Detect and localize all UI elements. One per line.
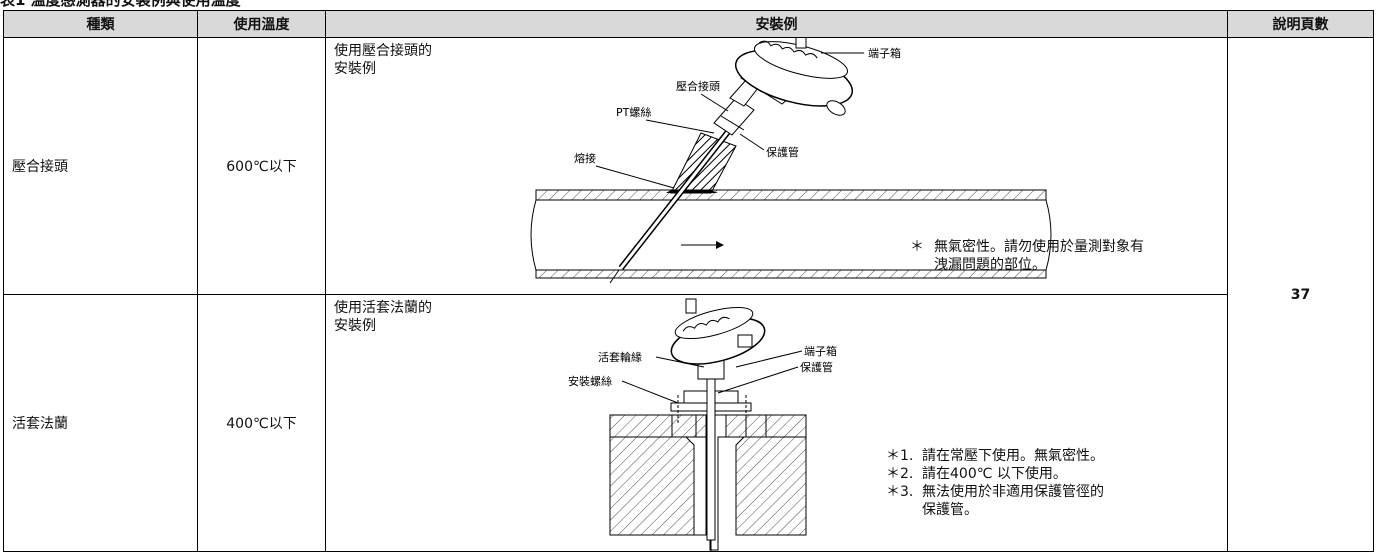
compression-fitting xyxy=(713,79,759,136)
header-temp: 使用溫度 xyxy=(197,10,326,38)
terminal-head xyxy=(734,38,854,116)
label-protection-tube: 保護管 xyxy=(766,145,799,159)
note2-mark: ＊2. xyxy=(886,466,914,482)
table-row: 活套法蘭 400℃以下 使用活套法蘭的 安裝例 xyxy=(3,294,1374,552)
row1-example-cell: 使用壓合接頭的 安裝例 xyxy=(325,37,1228,295)
label-terminal-box: 端子箱 xyxy=(804,344,837,358)
row1-caption-line2: 安裝例 xyxy=(334,61,376,77)
note3-text: 無法使用於非適用保護管徑的 xyxy=(922,484,1104,500)
pipe xyxy=(530,189,1052,279)
note3-mark: ＊3. xyxy=(886,484,914,500)
row2-temp: 400℃以下 xyxy=(197,294,326,552)
label-compression-fitting: 壓合接頭 xyxy=(676,79,720,93)
row1-temp: 600℃以下 xyxy=(197,37,326,295)
page-reference: 37 xyxy=(1227,37,1374,552)
header-kind: 種類 xyxy=(3,10,198,38)
row2-kind: 活套法蘭 xyxy=(3,294,198,552)
row2-notes: ＊1. 請在常壓下使用。無氣密性。 ＊2. 請在400℃ 以下使用。 ＊3. 無法使用… xyxy=(886,447,1104,519)
note-mark: ＊ xyxy=(910,239,924,255)
header-page: 說明頁數 xyxy=(1227,10,1374,38)
note-line1: 無氣密性。請勿使用於量測對象有 xyxy=(934,239,1144,255)
header-example: 安裝例 xyxy=(325,10,1228,38)
installation-table: 種類 使用溫度 安裝例 說明頁數 壓合接頭 600℃以下 使用壓合接頭的 安裝例 xyxy=(3,10,1374,552)
section-heading: 表1 溫度感測器的安裝例與使用溫度 xyxy=(0,0,241,9)
row2-example-cell: 使用活套法蘭的 安裝例 xyxy=(325,294,1228,552)
compression-fitting-diagram: 端子箱 壓合接頭 PT螺絲 熔接 保護管 xyxy=(530,38,1052,284)
note1-text: 請在常壓下使用。無氣密性。 xyxy=(922,448,1104,464)
table-row: 壓合接頭 600℃以下 使用壓合接頭的 安裝例 xyxy=(3,37,1374,552)
terminal-head xyxy=(670,298,766,380)
row1-note: ＊ 無氣密性。請勿使用於量測對象有 洩漏問題的部位。 xyxy=(910,238,1144,274)
label-protection-tube: 保護管 xyxy=(800,360,833,374)
row2-caption-line2: 安裝例 xyxy=(334,318,376,334)
row1-caption-line1: 使用壓合接頭的 xyxy=(334,43,432,59)
label-terminal-box: 端子箱 xyxy=(868,46,901,60)
label-loose-flange: 活套輪緣 xyxy=(598,350,642,364)
row2-caption: 使用活套法蘭的 安裝例 xyxy=(334,299,432,335)
label-weld: 熔接 xyxy=(574,151,596,165)
header-row: 種類 使用溫度 安裝例 說明頁數 xyxy=(3,10,1374,38)
label-mounting-screw: 安裝螺絲 xyxy=(568,374,612,388)
row1-kind: 壓合接頭 xyxy=(3,37,198,295)
note3-text-cont: 保護管。 xyxy=(922,502,978,518)
row2-caption-line1: 使用活套法蘭的 xyxy=(334,300,432,316)
note2-text: 請在400℃ 以下使用。 xyxy=(922,466,1067,482)
loose-flange-diagram: 活套輪緣 安裝螺絲 端子箱 保護管 xyxy=(568,298,837,551)
label-pt-thread: PT螺絲 xyxy=(616,105,651,119)
row1-caption: 使用壓合接頭的 安裝例 xyxy=(334,42,432,78)
protection-tube xyxy=(706,374,716,541)
note-line2: 洩漏問題的部位。 xyxy=(934,257,1046,273)
note1-mark: ＊1. xyxy=(886,448,914,464)
